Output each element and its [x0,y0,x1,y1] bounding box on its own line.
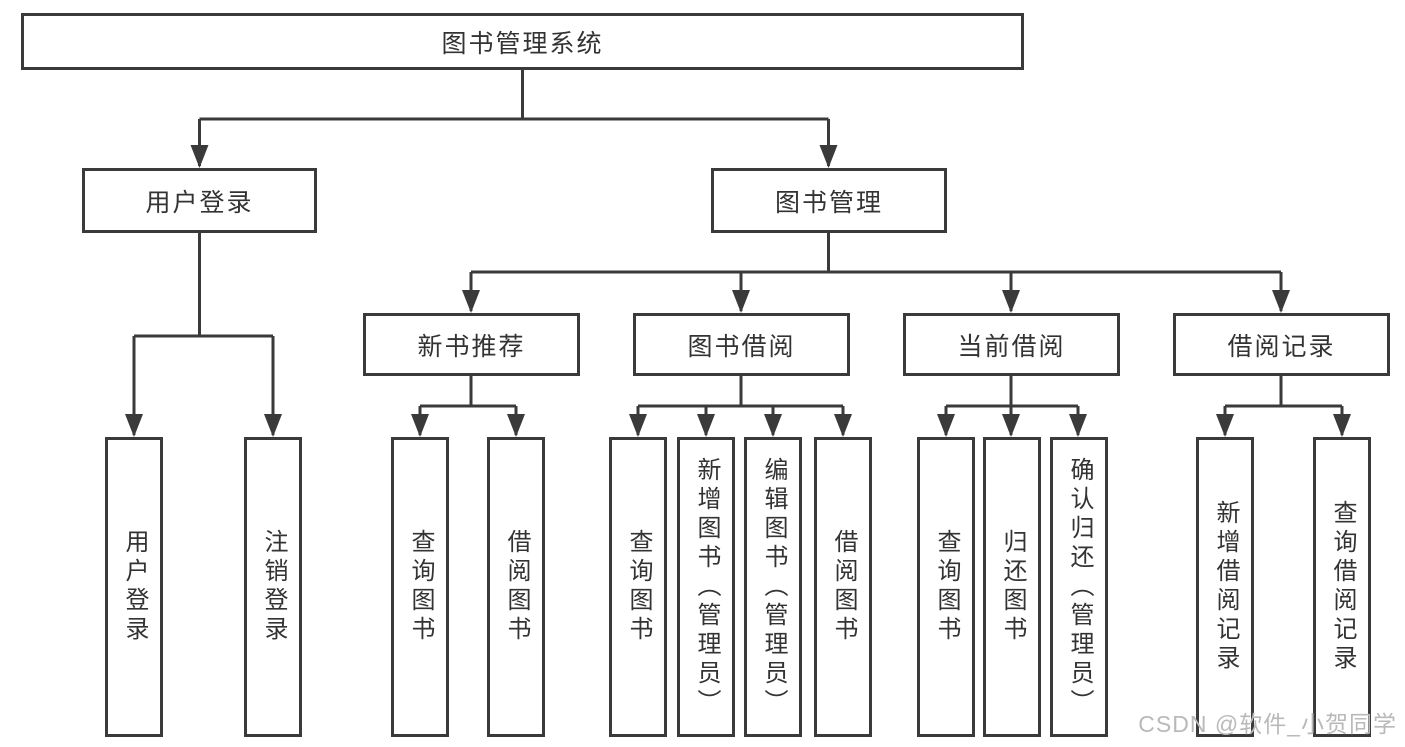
leaf-confirm-return-admin-label: 确认归还（管理员） [1066,456,1093,718]
leaf-edit-books-admin: 编辑图书（管理员） [744,437,802,737]
leaf-add-borrow-record-label: 新增借阅记录 [1212,500,1239,674]
arrowhead-icons [125,145,1351,437]
leaf-borrow-books-recommend: 借阅图书 [487,437,545,737]
leaf-query-books-current-label: 查询图书 [933,529,960,645]
leaf-query-books-borrow-label: 查询图书 [625,529,652,645]
leaf-query-borrow-record-label: 查询借阅记录 [1329,500,1356,674]
leaf-borrow-books-label: 借阅图书 [830,529,857,645]
leaf-confirm-return-admin: 确认归还（管理员） [1050,437,1108,737]
leaf-add-borrow-record: 新增借阅记录 [1196,437,1254,737]
leaf-query-books-current: 查询图书 [917,437,975,737]
node-book-borrowing: 图书借阅 [633,313,850,376]
node-borrowing-records-label: 借阅记录 [1227,332,1336,361]
leaf-logout: 注销登录 [244,437,302,737]
node-user-login-label: 用户登录 [145,188,254,217]
node-current-borrowing-label: 当前借阅 [957,332,1066,361]
leaf-edit-books-admin-label: 编辑图书（管理员） [760,456,787,718]
leaf-query-borrow-record: 查询借阅记录 [1313,437,1371,737]
leaf-query-books-recommend-label: 查询图书 [407,529,434,645]
node-borrowing-records: 借阅记录 [1173,313,1390,376]
leaf-logout-label: 注销登录 [260,529,287,645]
csdn-watermark: CSDN @软件_小贺同学 [1138,711,1397,737]
leaf-query-books-recommend: 查询图书 [391,437,449,737]
leaf-user-login: 用户登录 [105,437,163,737]
node-root-label: 图书管理系统 [441,29,604,58]
leaf-user-login-label: 用户登录 [121,529,148,645]
leaf-add-books-admin: 新增图书（管理员） [677,437,735,737]
node-new-book-recommend-label: 新书推荐 [417,332,526,361]
node-root-system: 图书管理系统 [21,13,1024,70]
leaf-add-books-admin-label: 新增图书（管理员） [693,456,720,718]
node-current-borrowing: 当前借阅 [903,313,1120,376]
leaf-query-books-borrow: 查询图书 [609,437,667,737]
node-new-book-recommend: 新书推荐 [363,313,580,376]
leaf-borrow-books-recommend-label: 借阅图书 [503,529,530,645]
leaf-return-books-label: 归还图书 [999,529,1026,645]
leaf-borrow-books: 借阅图书 [814,437,872,737]
node-user-login: 用户登录 [82,168,317,233]
node-book-management: 图书管理 [711,168,947,233]
leaf-return-books: 归还图书 [983,437,1041,737]
node-book-management-label: 图书管理 [774,188,883,217]
node-book-borrowing-label: 图书借阅 [687,332,796,361]
